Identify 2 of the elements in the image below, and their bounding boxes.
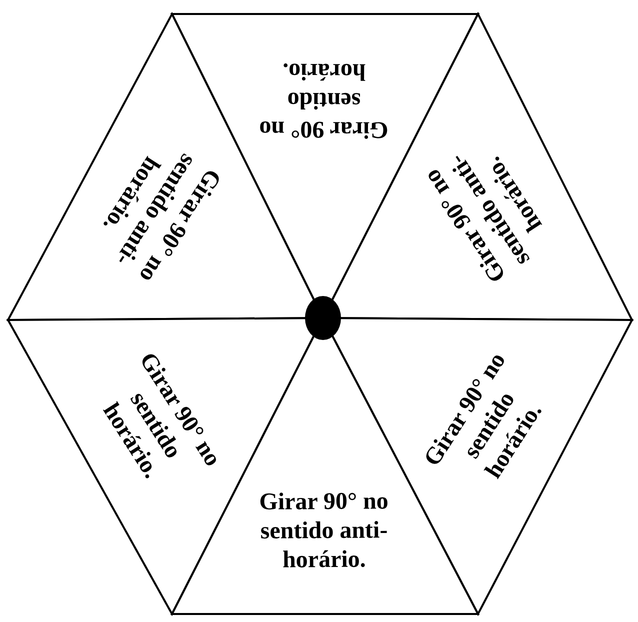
instruction-text: Girar 90° no sentido anti-horário. — [258, 487, 390, 575]
instruction-text: Girar 90° no sentido horário. — [258, 56, 390, 144]
